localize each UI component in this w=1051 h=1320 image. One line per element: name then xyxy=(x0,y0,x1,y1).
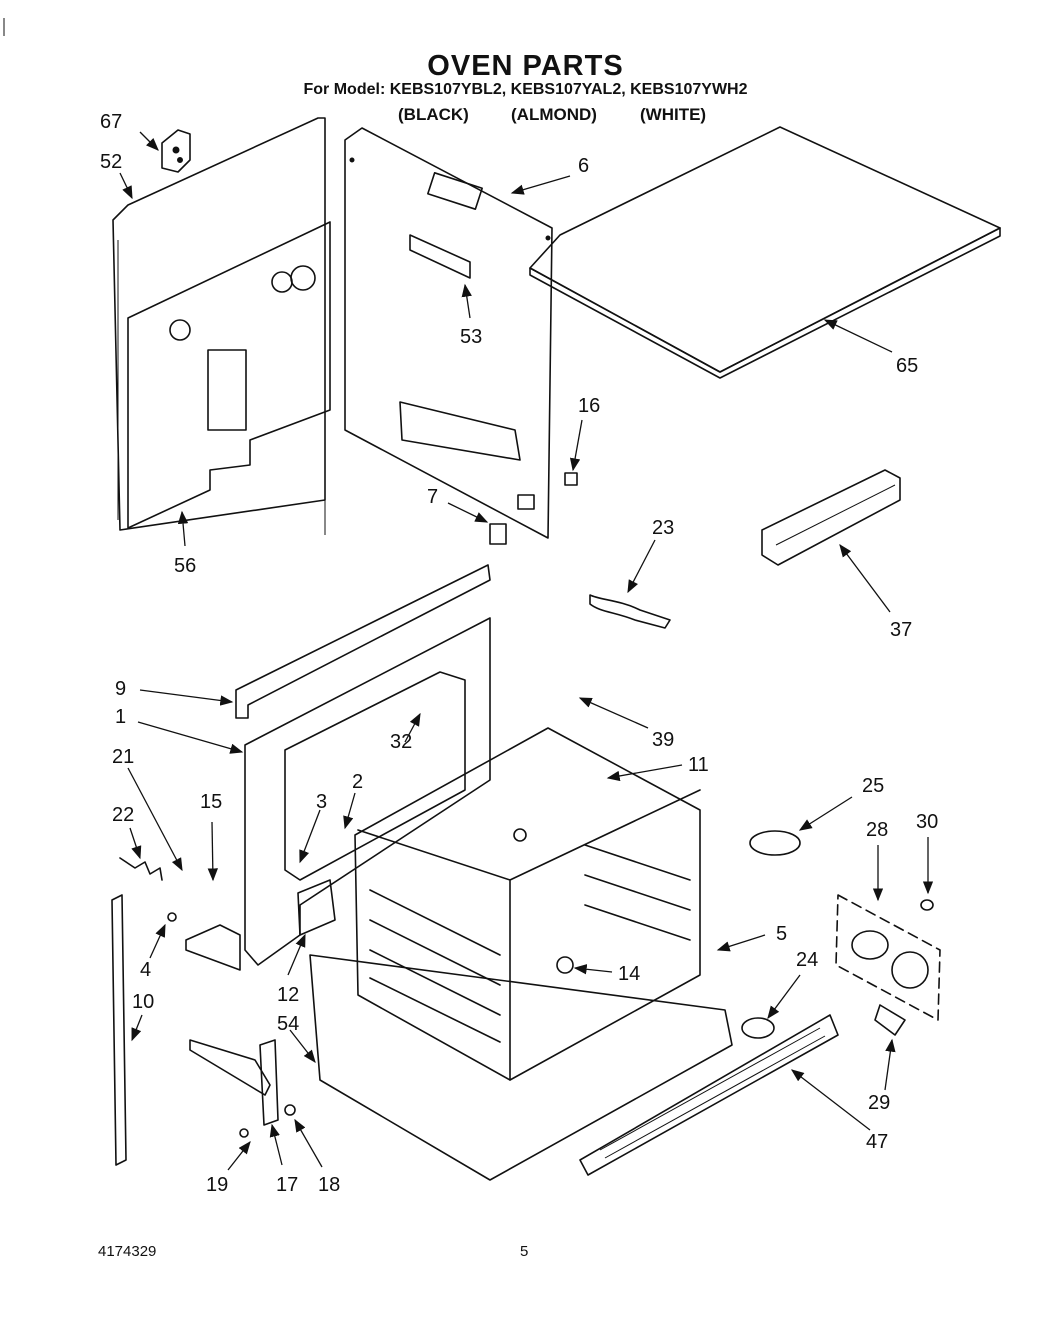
callout-7: 7 xyxy=(427,486,438,508)
part-6-side-panel xyxy=(344,127,553,539)
callout-19: 19 xyxy=(206,1174,228,1196)
part-28-light-assembly xyxy=(835,894,941,1036)
callout-28: 28 xyxy=(866,819,888,841)
part-47-vent-grille xyxy=(579,1014,839,1176)
callout-32: 32 xyxy=(390,731,412,753)
callout-10: 10 xyxy=(132,991,154,1013)
callout-4: 4 xyxy=(140,959,151,981)
callout-1: 1 xyxy=(115,706,126,728)
callout-52: 52 xyxy=(100,151,122,173)
part-1-front-frame xyxy=(244,617,491,966)
part-54-bottom-pan xyxy=(309,954,733,1181)
part-56-insulation-panel xyxy=(127,221,331,529)
part-25-disc xyxy=(749,830,801,856)
page-title: OVEN PARTS xyxy=(427,50,624,82)
callout-65: 65 xyxy=(896,355,918,377)
callout-56: 56 xyxy=(174,555,196,577)
callout-12: 12 xyxy=(277,984,299,1006)
callout-23: 23 xyxy=(652,517,674,539)
part-9-front-rail xyxy=(235,564,491,719)
callout-5: 5 xyxy=(776,923,787,945)
callout-9: 9 xyxy=(115,678,126,700)
page-number: 5 xyxy=(520,1243,529,1260)
part-12-bracket xyxy=(297,879,336,936)
callout-15: 15 xyxy=(200,791,222,813)
callout-21: 21 xyxy=(112,746,134,768)
model-line: For Model: KEBS107YBL2, KEBS107YAL2, KEB… xyxy=(303,81,748,98)
callout-16: 16 xyxy=(578,395,600,417)
callout-6: 6 xyxy=(578,155,589,177)
part-52-rear-panel xyxy=(112,117,326,535)
callout-67: 67 xyxy=(100,111,122,133)
part-16-clip xyxy=(564,472,578,486)
part-11-oven-box xyxy=(354,727,701,1081)
callout-53: 53 xyxy=(460,326,482,348)
callout-11: 11 xyxy=(688,754,709,776)
callout-54: 54 xyxy=(277,1013,299,1035)
part-22-spring xyxy=(119,857,163,881)
callout-25: 25 xyxy=(862,775,884,797)
callout-17: 17 xyxy=(276,1174,298,1196)
color-label-black: (BLACK) xyxy=(398,105,469,124)
callout-39: 39 xyxy=(652,729,674,751)
callout-3: 3 xyxy=(316,791,327,813)
part-23-tube xyxy=(589,594,671,629)
callout-labels: 67 52 6 53 65 56 16 7 23 37 9 1 39 32 11… xyxy=(100,111,938,1196)
part-37-rail xyxy=(761,469,901,566)
callout-24: 24 xyxy=(796,949,818,971)
callout-2: 2 xyxy=(352,771,363,793)
callout-29: 29 xyxy=(868,1092,890,1114)
part-67-bracket xyxy=(161,129,191,173)
part-65-top-panel xyxy=(529,126,1001,379)
leader-lines xyxy=(119,131,934,1171)
part-24-fitting xyxy=(741,1017,775,1039)
callout-30: 30 xyxy=(916,811,938,833)
part-10-strip xyxy=(111,894,127,1166)
document-number: 4174329 xyxy=(98,1243,157,1260)
color-label-almond: (ALMOND) xyxy=(511,105,597,124)
part-7-block xyxy=(489,523,507,545)
part-15-hinge xyxy=(167,912,296,1138)
callout-18: 18 xyxy=(318,1174,340,1196)
callout-14: 14 xyxy=(618,963,640,985)
callout-22: 22 xyxy=(112,804,134,826)
color-label-white: (WHITE) xyxy=(640,105,707,124)
callout-47: 47 xyxy=(866,1131,888,1153)
callout-37: 37 xyxy=(890,619,912,641)
